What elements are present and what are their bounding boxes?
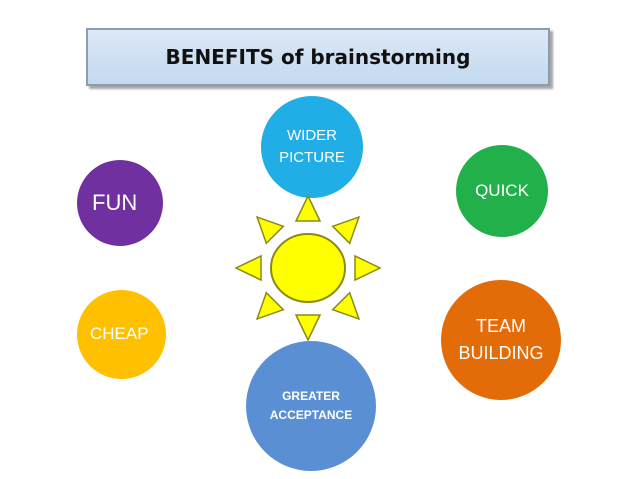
sun-ray bbox=[234, 254, 262, 282]
bubble-greater-acceptance-label: GREATER ACCEPTANCE bbox=[269, 388, 353, 422]
sun-disc bbox=[270, 233, 346, 303]
bubble-wider-picture: WIDER PICTURE bbox=[261, 96, 363, 198]
bubble-fun-label: FUN bbox=[92, 190, 138, 216]
bubble-cheap-label: CHEAP bbox=[90, 324, 149, 344]
sun-ray bbox=[294, 314, 322, 342]
sun-ray bbox=[331, 215, 361, 245]
title-banner: BENEFITS of brainstorming bbox=[86, 28, 550, 86]
bubble-cheap: CHEAP bbox=[77, 290, 166, 379]
sun-ray bbox=[255, 291, 285, 321]
sun-ray bbox=[331, 291, 361, 321]
diagram-title: BENEFITS of brainstorming bbox=[165, 45, 471, 69]
sun-ray bbox=[294, 194, 322, 222]
bubble-quick-label: QUICK bbox=[475, 180, 529, 200]
sun-ray bbox=[255, 215, 285, 245]
bubble-team-building-label: TEAM BUILDING bbox=[458, 316, 544, 363]
bubble-quick: QUICK bbox=[456, 145, 548, 237]
bubble-greater-acceptance: GREATER ACCEPTANCE bbox=[246, 341, 376, 471]
bubble-team-building: TEAM BUILDING bbox=[441, 280, 561, 400]
sun-ray bbox=[354, 254, 382, 282]
bubble-fun: FUN bbox=[77, 160, 163, 246]
bubble-wider-picture-label: WIDER PICTURE bbox=[279, 127, 345, 166]
sun-rays bbox=[234, 194, 382, 342]
